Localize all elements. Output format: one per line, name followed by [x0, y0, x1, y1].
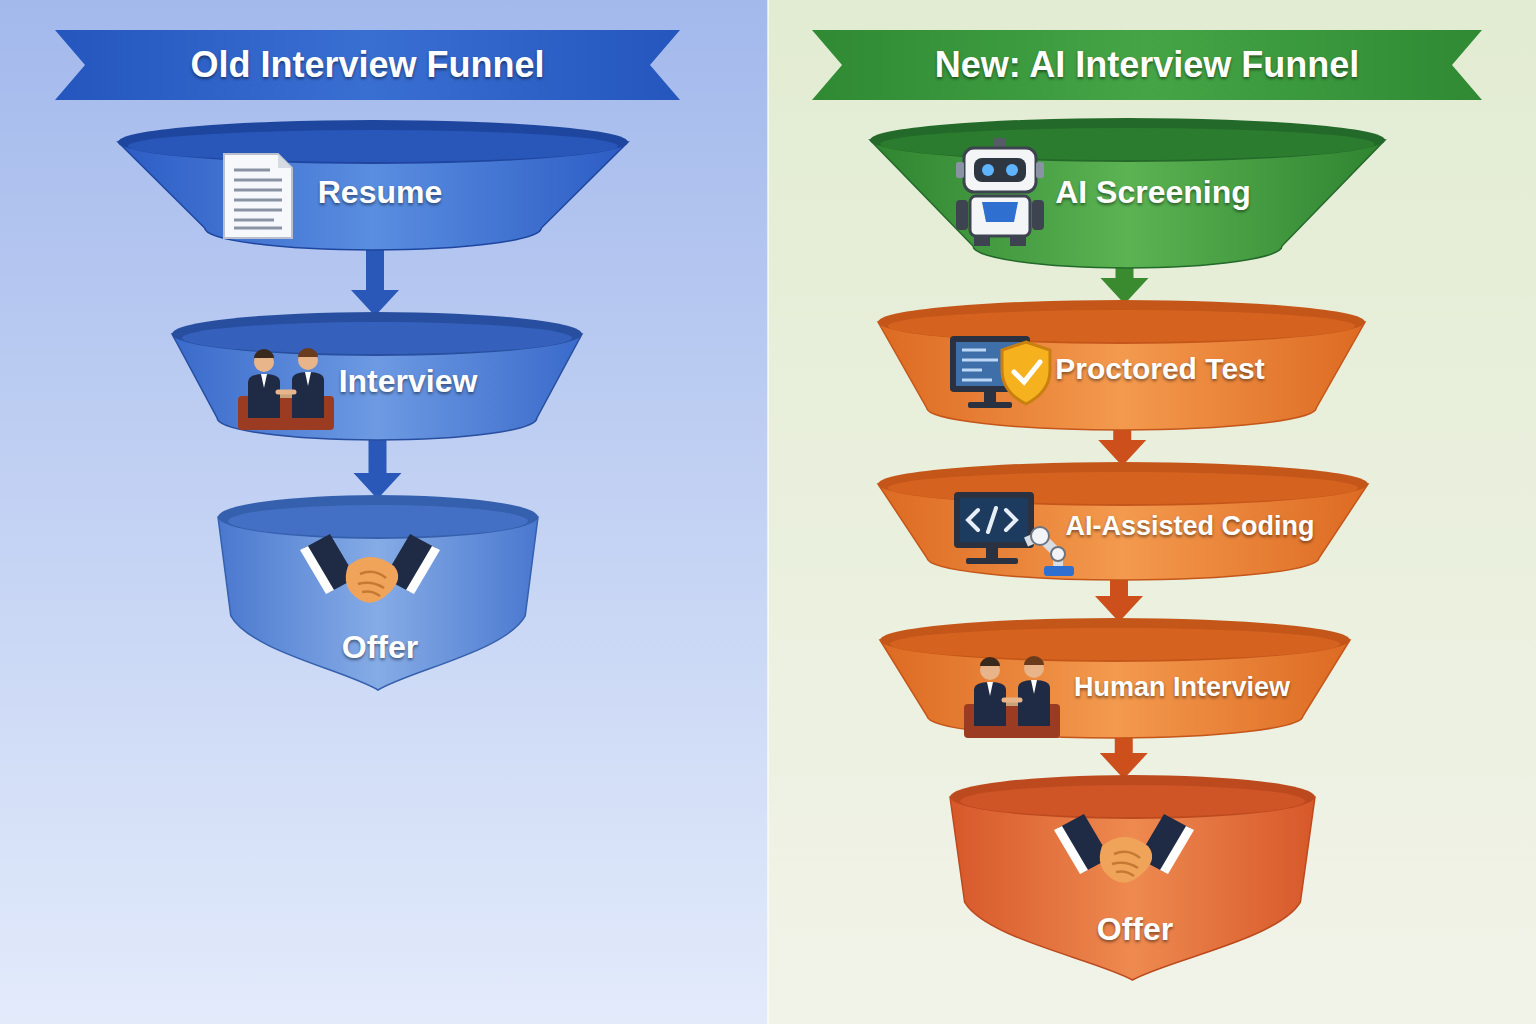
funnel-stage: AI-Assisted Coding [878, 462, 1368, 580]
flow-arrow [351, 248, 399, 316]
stage-label: Proctored Test [1055, 352, 1265, 385]
flow-arrow [1100, 736, 1148, 779]
human-interview-icon [964, 656, 1060, 738]
stage-label: Interview [339, 364, 478, 399]
handshake-icon [300, 534, 440, 603]
stage-label: AI-Assisted Coding [1065, 512, 1314, 542]
banner-title: Old Interview Funnel [190, 45, 544, 85]
stage-label: Resume [318, 175, 443, 210]
stage-label: Offer [1097, 912, 1173, 947]
flow-arrow [1095, 578, 1143, 622]
stage-label: AI Screening [1055, 175, 1251, 210]
title-banner: Old Interview Funnel [55, 30, 680, 100]
funnel-stage: Human Interview [880, 618, 1350, 738]
document-icon [224, 154, 292, 238]
stage-label: Offer [342, 630, 418, 665]
robot-icon [956, 138, 1044, 246]
interview-icon [238, 348, 334, 430]
funnel-stage: Interview [172, 312, 582, 440]
banner-title: New: AI Interview Funnel [935, 45, 1360, 85]
right-panel [768, 0, 1536, 1024]
ai-coding-icon [954, 492, 1074, 576]
flow-arrow [1101, 266, 1149, 304]
title-banner: New: AI Interview Funnel [812, 30, 1482, 100]
stage-label: Human Interview [1074, 673, 1290, 703]
flow-arrow [354, 438, 402, 499]
left-panel [0, 0, 768, 1024]
handshake-icon [1054, 814, 1194, 883]
flow-arrow [1098, 428, 1146, 466]
funnel-stage: AI Screening [870, 118, 1385, 268]
proctored-test-icon [950, 336, 1050, 408]
funnel-stage: Resume [118, 120, 628, 250]
